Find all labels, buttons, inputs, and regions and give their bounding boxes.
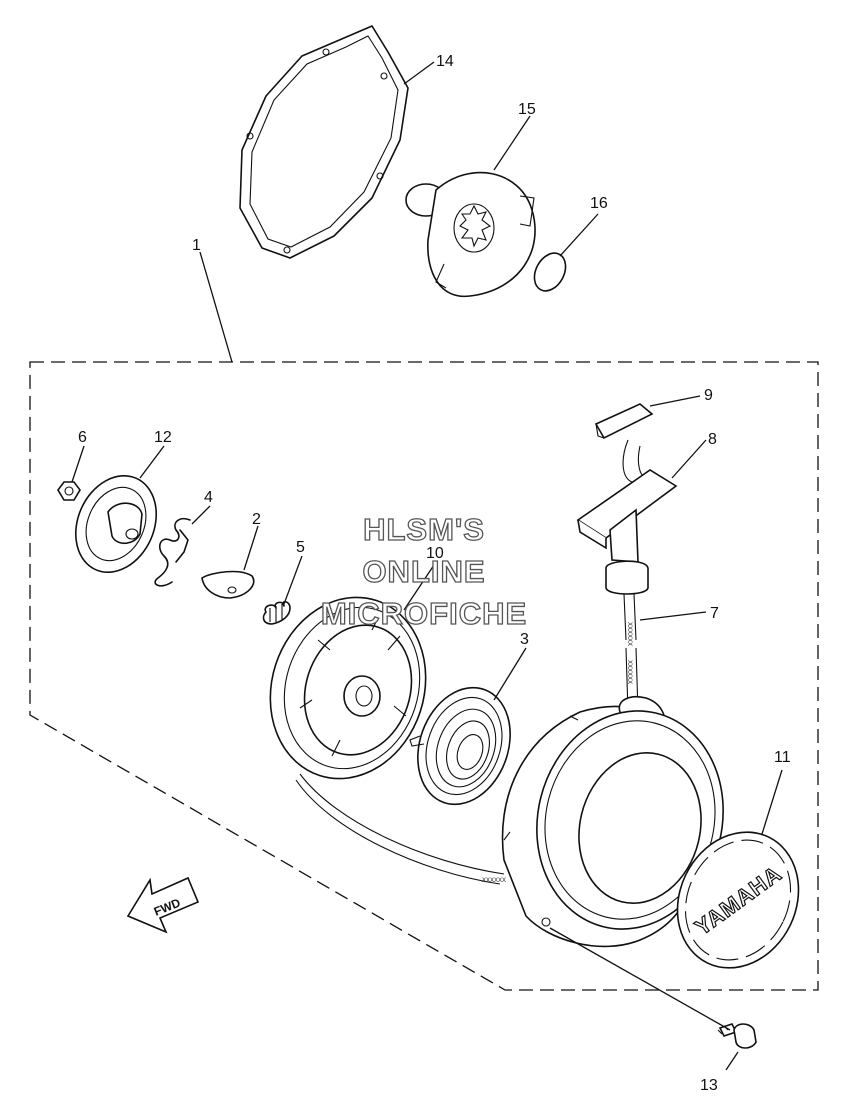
part-2-ratchet-pawl[interactable] — [201, 570, 255, 599]
part-14-gasket[interactable] — [239, 25, 409, 259]
callout-12: 12 — [154, 429, 172, 446]
svg-text:HLSM'S: HLSM'S — [363, 512, 485, 547]
part-3-spiral-spring[interactable] — [402, 675, 526, 818]
part-12-friction-plate[interactable] — [61, 463, 171, 585]
part-16-o-ring[interactable] — [528, 248, 572, 296]
callout-1: 1 — [192, 237, 201, 254]
callout-4: 4 — [204, 489, 213, 506]
callout-3: 3 — [520, 631, 529, 648]
callout-6: 6 — [78, 429, 87, 446]
fwd-direction-arrow: FWD — [126, 876, 200, 934]
callout-14: 14 — [436, 53, 454, 70]
callout-9: 9 — [704, 387, 713, 404]
part-10-sheave-drum[interactable] — [247, 577, 448, 799]
assembly-boundary — [29, 361, 819, 991]
svg-text:XXXXXX: XXXXXX — [482, 878, 506, 884]
callout-16: 16 — [590, 195, 608, 212]
svg-text:XXXXXX: XXXXXX — [626, 622, 632, 646]
part-11-emblem[interactable]: YAMAHA — [655, 812, 821, 989]
part-8-starter-handle[interactable] — [576, 439, 678, 595]
callout-2: 2 — [252, 511, 261, 528]
callout-7: 7 — [710, 605, 719, 622]
part-13-bolt[interactable] — [717, 1023, 757, 1049]
part-7-starter-rope[interactable]: XXXXXX XXXXXX XXXXXX — [295, 593, 639, 885]
watermark: HLSM'S ONLINE MICROFICHE — [320, 511, 527, 631]
svg-text:MICROFICHE: MICROFICHE — [321, 596, 527, 631]
leader-lines — [71, 61, 783, 1071]
part-15-drive-plate[interactable] — [405, 171, 536, 298]
part-6-nut[interactable] — [57, 481, 81, 501]
starter-case[interactable] — [501, 691, 746, 949]
part-5-spring[interactable] — [262, 600, 291, 625]
svg-text:XXXXXX: XXXXXX — [626, 660, 632, 684]
callout-11: 11 — [774, 749, 791, 766]
svg-text:ONLINE: ONLINE — [362, 554, 485, 589]
part-9-handle-cap[interactable] — [594, 403, 654, 440]
callout-8: 8 — [708, 431, 717, 448]
callout-10: 10 — [426, 545, 444, 562]
part-4-spring-clip[interactable] — [154, 517, 191, 587]
callout-5: 5 — [296, 539, 305, 556]
callout-13: 13 — [700, 1077, 718, 1094]
callout-15: 15 — [518, 101, 536, 118]
